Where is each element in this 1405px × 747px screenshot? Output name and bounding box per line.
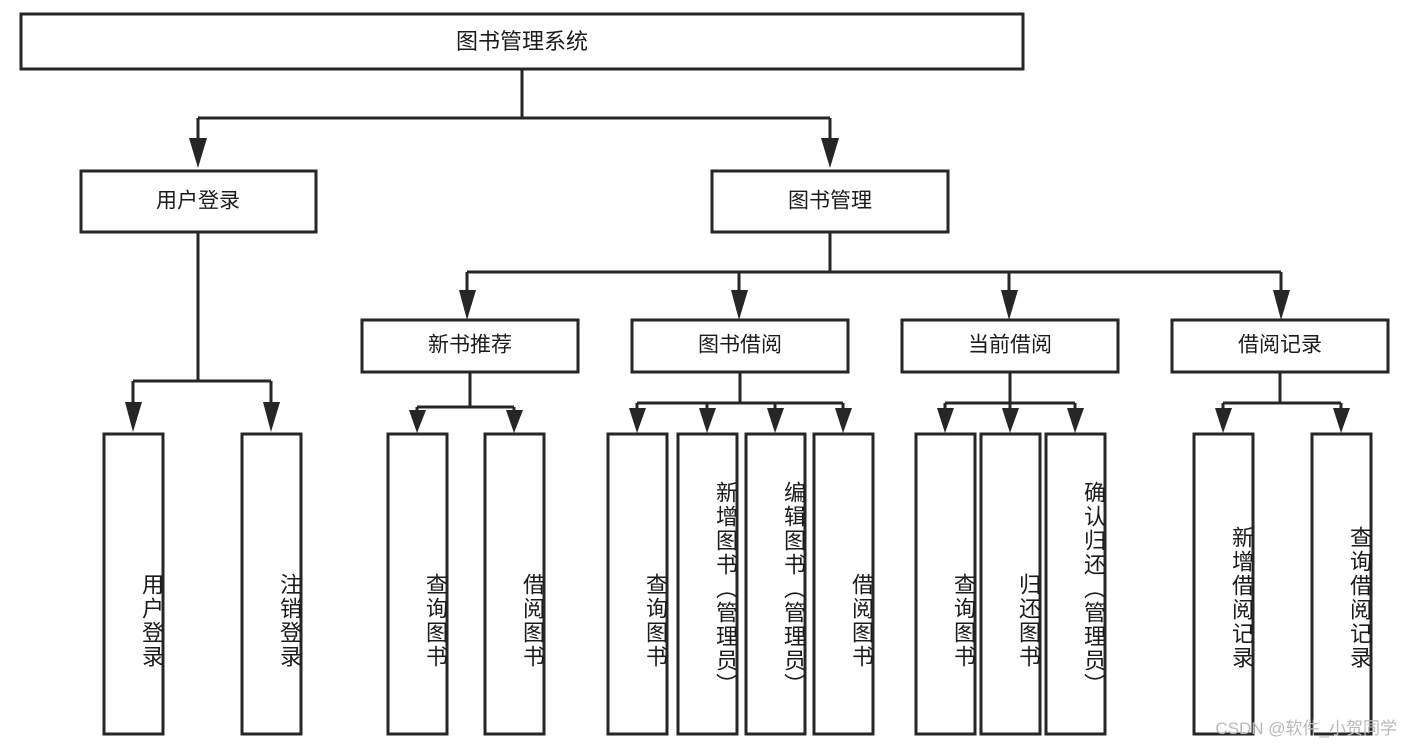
watermark-text: CSDN @软件_小贺同学	[1215, 719, 1397, 738]
leaf-box-add-book-admin[interactable]	[676, 432, 739, 736]
arrow-head-bookmgmt	[821, 138, 839, 168]
arrow-head-new-book-recommend	[459, 290, 476, 320]
node-book-borrow-label: 图书借阅	[698, 334, 782, 357]
leaf-box-borrow-book-bb[interactable]	[812, 432, 875, 736]
node-current-borrow-box[interactable]	[900, 318, 1120, 374]
node-book-management-box[interactable]	[710, 169, 950, 234]
arrow-head-login	[189, 138, 207, 168]
leaf-box-confirm-return-admin[interactable]	[1044, 432, 1107, 736]
arrow-head-leaf-logout-login	[263, 402, 280, 432]
leaf-box-query-book-bb[interactable]	[606, 432, 669, 736]
node-borrow-record-box[interactable]	[1170, 318, 1390, 374]
leaf-box-user-login[interactable]	[102, 432, 165, 736]
leaf-box-add-borrow-record[interactable]	[1192, 432, 1255, 736]
arrow-head-currentborrow-leaf-3	[1067, 408, 1084, 433]
arrow-head-bookborrow-leaf-3	[767, 408, 784, 433]
node-new-book-recommend-box[interactable]	[360, 318, 580, 374]
node-book-management-label: 图书管理	[788, 190, 872, 213]
node-current-borrow-label: 当前借阅	[968, 334, 1052, 357]
arrow-head-leaf-user-login	[125, 402, 142, 432]
leaf-box-query-borrow-record[interactable]	[1310, 432, 1373, 736]
arrow-head-bookborrow-leaf-2	[699, 408, 716, 433]
leaf-box-borrow-book-nb[interactable]	[483, 432, 546, 736]
node-borrow-record-label: 借阅记录	[1238, 334, 1322, 357]
arrow-head-newbook-leaf-1	[409, 410, 426, 433]
arrow-head-currentborrow-leaf-2	[1002, 408, 1019, 433]
arrow-head-borrowrecord-leaf-2	[1333, 408, 1350, 433]
arrow-head-borrowrecord-leaf-1	[1215, 408, 1232, 433]
arrow-head-borrow-record	[1273, 290, 1290, 320]
node-book-borrow-box[interactable]	[630, 318, 850, 374]
arrow-head-current-borrow	[1001, 290, 1018, 320]
leaf-box-query-book-nb[interactable]	[386, 432, 449, 736]
node-root-box[interactable]	[19, 12, 1025, 71]
arrow-head-currentborrow-leaf-1	[937, 408, 954, 433]
leaf-box-query-book-cb[interactable]	[914, 432, 977, 736]
node-user-login-label: 用户登录	[156, 190, 240, 213]
leaf-box-return-book[interactable]	[979, 432, 1042, 736]
leaf-box-edit-book-admin[interactable]	[744, 432, 807, 736]
arrow-head-bookborrow-leaf-4	[835, 408, 852, 433]
node-new-book-recommend-label: 新书推荐	[428, 334, 512, 357]
arrow-head-book-borrow	[731, 290, 748, 320]
leaf-box-logout-login[interactable]	[240, 432, 303, 736]
arrow-head-bookborrow-leaf-1	[629, 408, 646, 433]
node-root-label: 图书管理系统	[456, 29, 588, 54]
arrow-head-newbook-leaf-2	[506, 410, 523, 433]
